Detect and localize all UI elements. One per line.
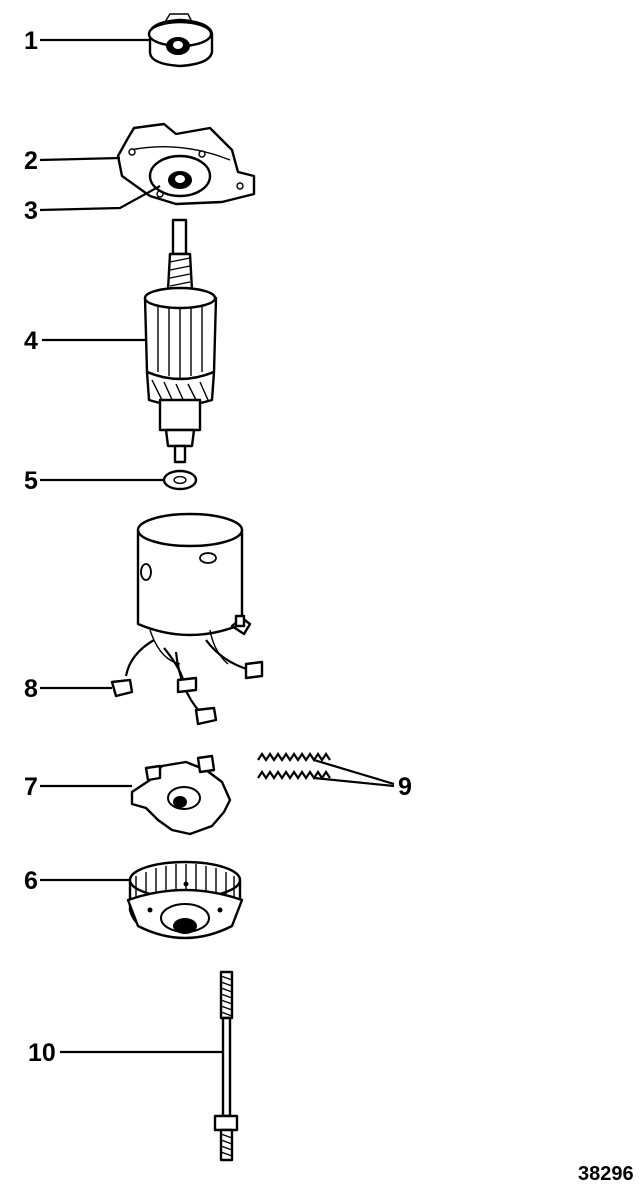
- part-9-brush-springs: [257, 752, 331, 780]
- callout-labels: 1 2 3 4 5 8 7 9 6 10: [24, 27, 412, 1067]
- callout-7: 7: [24, 773, 38, 801]
- part-3-bushing: [148, 154, 212, 198]
- part-7-brush-plate: [130, 754, 232, 836]
- callout-10: 10: [28, 1039, 56, 1067]
- callout-9: 9: [398, 773, 412, 801]
- callout-2: 2: [24, 147, 38, 175]
- callout-5: 5: [24, 467, 38, 495]
- part-10-through-bolt: [213, 970, 239, 1162]
- callout-8: 8: [24, 675, 38, 703]
- leader-lines: [39, 38, 395, 1054]
- callout-1: 1: [24, 27, 38, 55]
- figure-number: 38296: [578, 1163, 634, 1185]
- part-1-pinion-cap: [147, 13, 214, 68]
- part-5-washer: [162, 469, 198, 491]
- part-8-field-frame: [110, 512, 264, 726]
- part-4-armature: [143, 218, 218, 464]
- callout-3: 3: [24, 197, 38, 225]
- part-6-commutator-end-cap: [126, 860, 244, 940]
- callout-6: 6: [24, 867, 38, 895]
- callout-4: 4: [24, 327, 38, 355]
